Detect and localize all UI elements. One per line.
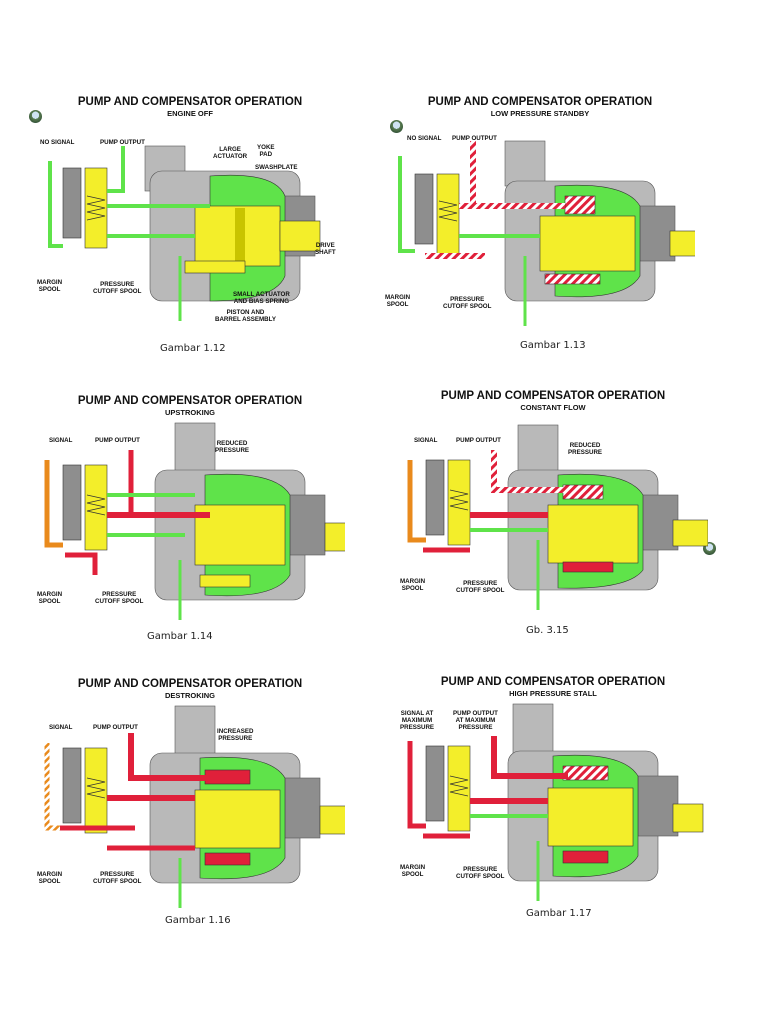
label-swashplate: SWASHPLATE: [255, 164, 298, 171]
label-signal: SIGNAL AT MAXIMUM PRESSURE: [400, 710, 435, 731]
panel-upstroking: PUMP AND COMPENSATOR OPERATION UPSTROKIN…: [35, 395, 345, 665]
panel-title: PUMP AND COMPENSATOR OPERATION: [440, 676, 666, 688]
globe-icon: [390, 120, 403, 133]
label-pump-output: PUMP OUTPUT: [456, 437, 501, 444]
panel-title: PUMP AND COMPENSATOR OPERATION: [440, 390, 666, 402]
panel-subtitle: DESTROKING: [164, 691, 215, 700]
panel-title: PUMP AND COMPENSATOR OPERATION: [427, 96, 653, 108]
panel-title: PUMP AND COMPENSATOR OPERATION: [77, 395, 303, 407]
label-cutoff-spool: PRESSURE CUTOFF SPOOL: [456, 580, 505, 594]
label-margin-spool: MARGIN SPOOL: [37, 871, 63, 885]
label-signal: SIGNAL: [49, 724, 73, 731]
panel-subtitle: LOW PRESSURE STANDBY: [490, 109, 590, 118]
panel-subtitle: ENGINE OFF: [167, 109, 213, 118]
label-margin-spool: MARGIN SPOOL: [385, 294, 411, 308]
label-pump-output: PUMP OUTPUT: [100, 139, 145, 146]
pump-diagram: [398, 140, 695, 326]
panel-title: PUMP AND COMPENSATOR OPERATION: [77, 678, 303, 690]
figure-caption: Gb. 3.15: [526, 625, 569, 636]
label-margin-spool: MARGIN SPOOL: [37, 279, 63, 293]
pump-diagram: [48, 145, 321, 321]
label-large-actuator: LARGE ACTUATOR: [213, 146, 248, 160]
figure-caption: Gambar 1.16: [165, 915, 231, 926]
label-margin-spool: MARGIN SPOOL: [400, 864, 426, 878]
label-pump-output: PUMP OUTPUT: [95, 437, 140, 444]
label-signal: NO SIGNAL: [407, 135, 442, 142]
globe-icon: [29, 110, 42, 123]
label-piston-barrel: PISTON AND BARREL ASSEMBLY: [215, 309, 276, 323]
label-pressure-note: INCREASED PRESSURE: [217, 728, 254, 742]
label-pump-output: PUMP OUTPUT: [452, 135, 497, 142]
panel-subtitle: HIGH PRESSURE STALL: [509, 689, 597, 698]
pump-diagram: [407, 424, 708, 610]
label-signal: SIGNAL: [414, 437, 438, 444]
panel-subtitle: CONSTANT FLOW: [520, 403, 586, 412]
pump-diagram: [407, 703, 704, 901]
panel-constant-flow: PUMP AND COMPENSATOR OPERATION CONSTANT …: [398, 390, 716, 660]
panel-subtitle: UPSTROKING: [164, 408, 215, 417]
label-cutoff-spool: PRESSURE CUTOFF SPOOL: [93, 871, 142, 885]
label-yoke-pad: YOKE PAD: [257, 144, 275, 158]
label-small-actuator: SMALL ACTUATOR AND BIAS SPRING: [233, 291, 290, 305]
label-signal: SIGNAL: [49, 437, 73, 444]
label-cutoff-spool: PRESSURE CUTOFF SPOOL: [95, 591, 144, 605]
label-cutoff-spool: PRESSURE CUTOFF SPOOL: [93, 281, 142, 295]
label-cutoff-spool: PRESSURE CUTOFF SPOOL: [456, 866, 505, 880]
panel-engine-off: PUMP AND COMPENSATOR OPERATION ENGINE OF…: [29, 96, 345, 366]
figure-caption: Gambar 1.17: [526, 908, 592, 919]
label-signal: NO SIGNAL: [40, 139, 75, 146]
label-margin-spool: MARGIN SPOOL: [400, 578, 426, 592]
panel-title: PUMP AND COMPENSATOR OPERATION: [77, 96, 303, 108]
figure-caption: Gambar 1.14: [147, 631, 213, 642]
panel-destroking: PUMP AND COMPENSATOR OPERATION DESTROKIN…: [35, 678, 345, 948]
figure-caption: Gambar 1.12: [160, 343, 226, 354]
label-pressure-note: REDUCED PRESSURE: [215, 440, 250, 454]
pump-diagram: [44, 705, 345, 908]
label-margin-spool: MARGIN SPOOL: [37, 591, 63, 605]
panel-low-pressure-standby: PUMP AND COMPENSATOR OPERATION LOW PRESS…: [385, 96, 695, 366]
label-drive-shaft: DRIVE SHAFT: [315, 242, 336, 256]
label-pump-output: PUMP OUTPUT AT MAXIMUM PRESSURE: [453, 710, 498, 731]
figure-caption: Gambar 1.13: [520, 340, 586, 351]
pump-diagram: [44, 422, 345, 620]
label-cutoff-spool: PRESSURE CUTOFF SPOOL: [443, 296, 492, 310]
label-pump-output: PUMP OUTPUT: [93, 724, 138, 731]
panel-high-pressure-stall: PUMP AND COMPENSATOR OPERATION HIGH PRES…: [398, 676, 708, 946]
label-pressure-note: REDUCED PRESSURE: [568, 442, 603, 456]
